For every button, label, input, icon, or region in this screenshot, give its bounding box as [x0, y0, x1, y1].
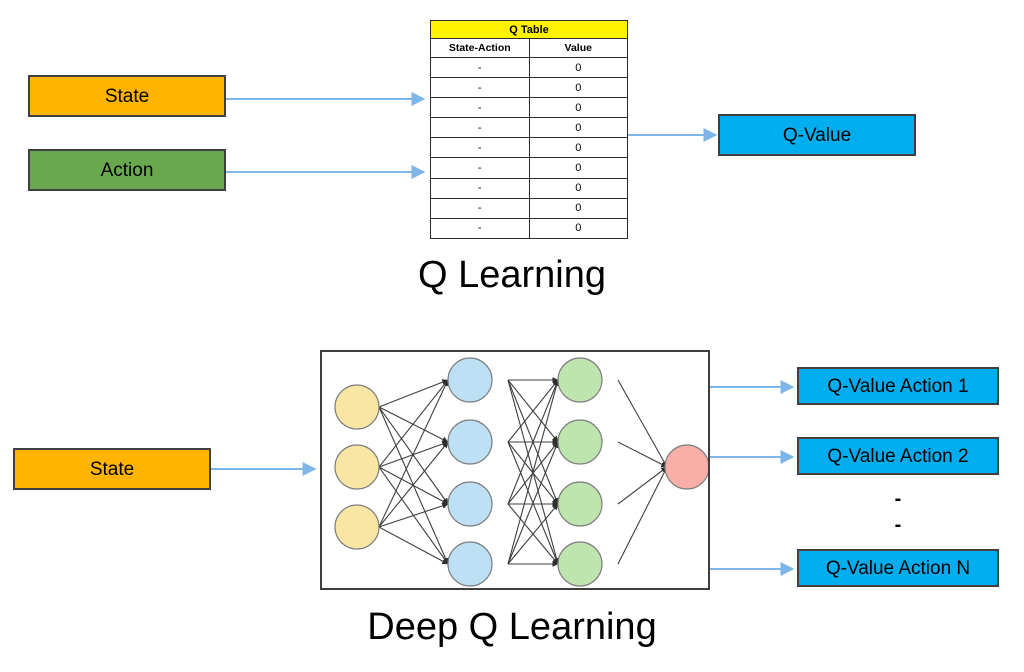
arrow-network-to-qvalue-action-n — [710, 562, 795, 576]
network-node-hidden2-3 — [557, 481, 603, 527]
network-node-input-3 — [334, 504, 380, 550]
q-table-cell-value: 0 — [528, 56, 628, 79]
q-table-col-state-action: State-Action — [430, 38, 530, 58]
neural-network-panel — [320, 350, 710, 590]
q-value-action-1-label: Q-Value Action 1 — [827, 375, 969, 397]
q-table-cell-state-action: - — [430, 217, 530, 239]
table-row: - 0 — [430, 117, 628, 139]
q-table-cell-state-action: - — [430, 117, 530, 139]
q-table-cell-value: 0 — [528, 77, 628, 99]
q-table-cell-value: 0 — [528, 137, 628, 159]
neural-network-graph — [334, 357, 708, 587]
q-table-cell-value: 0 — [528, 157, 628, 179]
q-table: Q Table State-Action Value - 0 - 0 - 0 -… — [430, 20, 628, 239]
arrow-network-to-qvalue-action-1 — [710, 380, 795, 394]
state-box-top: State — [28, 75, 226, 117]
q-table-cell-value: 0 — [528, 197, 628, 219]
q-learning-caption: Q Learning — [417, 254, 606, 296]
arrow-state-to-network — [211, 462, 317, 476]
deep-q-learning-caption: Deep Q Learning — [367, 606, 657, 648]
q-table-cell-value: 0 — [528, 97, 628, 119]
ellipsis-dash-1: - — [894, 488, 902, 510]
q-value-action-2-box: Q-Value Action 2 — [797, 437, 999, 475]
network-node-input-1 — [334, 384, 380, 430]
table-row: - 0 — [430, 97, 628, 119]
q-table-cell-value: 0 — [528, 177, 628, 199]
q-table-header-row: State-Action Value — [430, 38, 628, 58]
table-row: - 0 — [430, 137, 628, 159]
q-table-body: Q Table State-Action Value - 0 - 0 - 0 -… — [430, 20, 628, 239]
network-node-hidden1-2 — [447, 419, 493, 465]
q-table-title: Q Table — [430, 20, 628, 39]
q-value-box-label: Q-Value — [782, 124, 852, 146]
state-box-bottom-label: State — [89, 458, 135, 480]
network-node-output-1 — [664, 444, 708, 490]
network-node-hidden2-2 — [557, 419, 603, 465]
arrow-state-to-qtable — [226, 92, 426, 106]
network-node-hidden1-4 — [447, 541, 493, 587]
q-table-cell-state-action: - — [430, 177, 530, 199]
network-nodes-output-layer — [664, 444, 708, 490]
state-box-bottom: State — [13, 448, 211, 490]
q-table-cell-state-action: - — [430, 77, 530, 99]
table-row: - 0 — [430, 217, 628, 239]
table-row: - 0 — [430, 177, 628, 199]
q-table-cell-state-action: - — [430, 157, 530, 179]
arrow-action-to-qtable — [226, 165, 426, 179]
action-box: Action — [28, 149, 226, 191]
arrow-network-to-qvalue-action-2 — [710, 450, 795, 464]
q-table-cell-value: 0 — [528, 117, 628, 139]
network-node-hidden1-1 — [447, 357, 493, 403]
q-table-title-row: Q Table — [430, 20, 628, 39]
network-node-hidden1-3 — [447, 481, 493, 527]
action-box-label: Action — [100, 159, 154, 181]
network-edges-hidden1-to-hidden2 — [507, 376, 560, 568]
network-nodes-hidden-layer-2 — [557, 357, 603, 587]
network-nodes-hidden-layer-1 — [447, 357, 493, 587]
q-value-box: Q-Value — [718, 114, 916, 156]
q-table-cell-value: 0 — [528, 217, 628, 239]
network-edges-hidden2-to-output — [617, 379, 668, 565]
network-node-hidden2-1 — [557, 357, 603, 403]
network-node-hidden2-4 — [557, 541, 603, 587]
q-table-cell-state-action: - — [430, 197, 530, 219]
q-table-cell-state-action: - — [430, 137, 530, 159]
state-box-top-label: State — [104, 85, 150, 107]
q-table-cell-state-action: - — [430, 56, 530, 79]
q-value-action-n-box: Q-Value Action N — [797, 549, 999, 587]
table-row: - 0 — [430, 77, 628, 99]
q-table-cell-state-action: - — [430, 97, 530, 119]
ellipsis-dash-2: - — [894, 514, 902, 536]
q-value-action-n-label: Q-Value Action N — [825, 557, 971, 579]
q-value-action-1-box: Q-Value Action 1 — [797, 367, 999, 405]
table-row: - 0 — [430, 157, 628, 179]
network-node-input-2 — [334, 444, 380, 490]
table-row: - 0 — [430, 56, 628, 79]
network-edges-input-to-hidden1 — [378, 379, 449, 565]
q-table-col-value: Value — [528, 38, 628, 58]
arrow-qtable-to-qvalue — [628, 128, 718, 142]
network-nodes-input-layer — [334, 384, 380, 550]
table-row: - 0 — [430, 197, 628, 219]
q-value-action-2-label: Q-Value Action 2 — [827, 445, 969, 467]
